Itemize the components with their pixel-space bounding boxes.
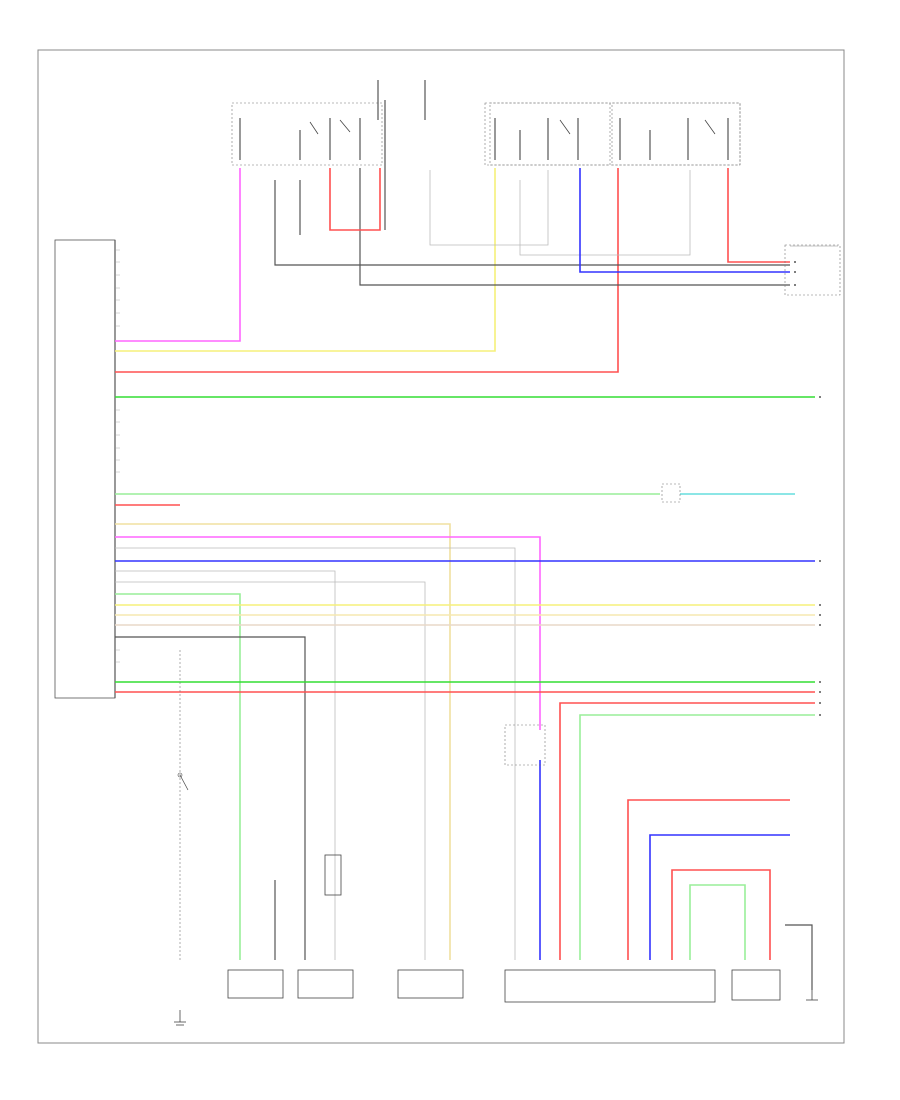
component-left [227,969,284,999]
connector-icon [661,483,681,503]
wire-lightgray-1 [115,547,516,960]
wire-blue-top [579,168,790,273]
wire-red-relay [329,168,381,231]
component-right-large [504,969,716,1003]
ecu-connector [54,239,116,699]
fuse-feeds [377,80,426,230]
wire-red-6 [671,869,771,960]
wire-pink-top [115,168,241,342]
ecu-pin-ticks [115,249,120,663]
right-top-box [784,244,841,296]
wire-blue-5 [649,834,790,960]
wire-yellow-top [115,168,496,352]
wire-light-1 [429,170,549,246]
wire-lightgray-2 [115,570,336,960]
wire-gray-right [785,924,813,990]
sensor-part [324,854,342,896]
diagram-border [37,49,845,1044]
wire-gray-down [115,636,306,960]
relay-group-left [231,102,383,166]
wire-tan-1 [115,523,451,960]
component-center [397,969,464,999]
component-center-left [297,969,354,999]
right-terminals [794,261,821,716]
wire-lightgreen-3 [689,884,746,960]
wire-red-right [727,168,790,263]
wire-red-5 [627,799,790,960]
wire-pink-main [115,536,541,730]
relay-switch-icon [339,119,351,133]
wire-gray-relay-2 [359,168,790,286]
component-right [731,969,781,1001]
wire-green-2 [115,593,241,960]
wire-red-4 [559,702,815,960]
switch-icon [177,772,189,791]
wire-lightgreen-2 [579,714,815,960]
junction-box [504,724,546,766]
ground-icon [174,1010,186,1026]
ground-icon [806,990,818,1001]
relay-group-right [484,102,741,166]
wire-light-2 [519,170,691,256]
wire-lightgray-3 [115,581,426,960]
wire-gray-relay-1 [274,180,790,266]
wire-red-top [115,168,619,373]
